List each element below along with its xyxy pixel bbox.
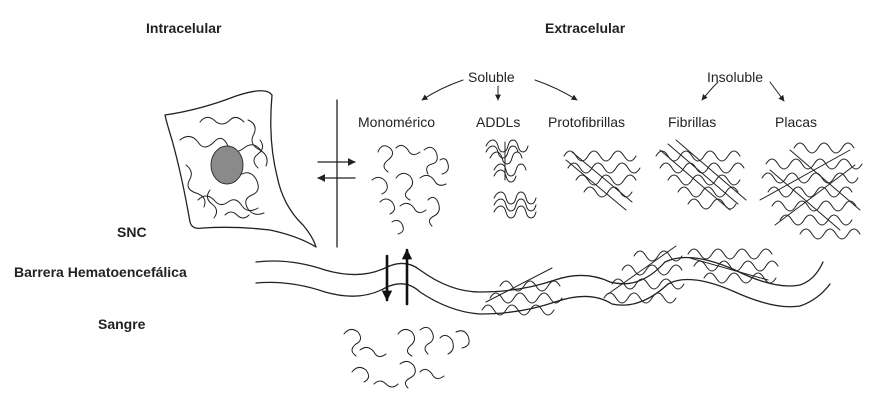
barrier-fibril-deposit-2 — [604, 246, 684, 303]
plaque — [760, 143, 862, 239]
protofibril — [564, 151, 640, 210]
insoluble-label: Insoluble — [707, 69, 763, 85]
extracelular-heading: Extracelular — [545, 20, 626, 36]
protofibrillas-label: Protofibrillas — [548, 114, 625, 130]
snc-label: SNC — [117, 224, 147, 240]
soluble-label: Soluble — [468, 69, 515, 85]
neuron-cell — [165, 91, 316, 247]
addls-label: ADDLs — [476, 114, 520, 130]
sangre-label: Sangre — [98, 316, 146, 332]
barrier-fibril-deposit-3 — [688, 249, 778, 283]
barrera-label: Barrera Hematoencefálica — [14, 264, 187, 280]
blood-monomer-cluster — [344, 327, 469, 388]
transport-arrows — [387, 250, 407, 304]
addl-oligomers — [486, 140, 536, 218]
blood-brain-barrier — [256, 258, 830, 315]
fibrillas-label: Fibrillas — [668, 114, 716, 130]
placas-label: Placas — [775, 114, 817, 130]
fibril — [656, 140, 746, 210]
monomerico-label: Monomérico — [358, 114, 435, 130]
intracelular-heading: Intracelular — [146, 20, 222, 36]
monomer-cluster — [372, 145, 448, 234]
